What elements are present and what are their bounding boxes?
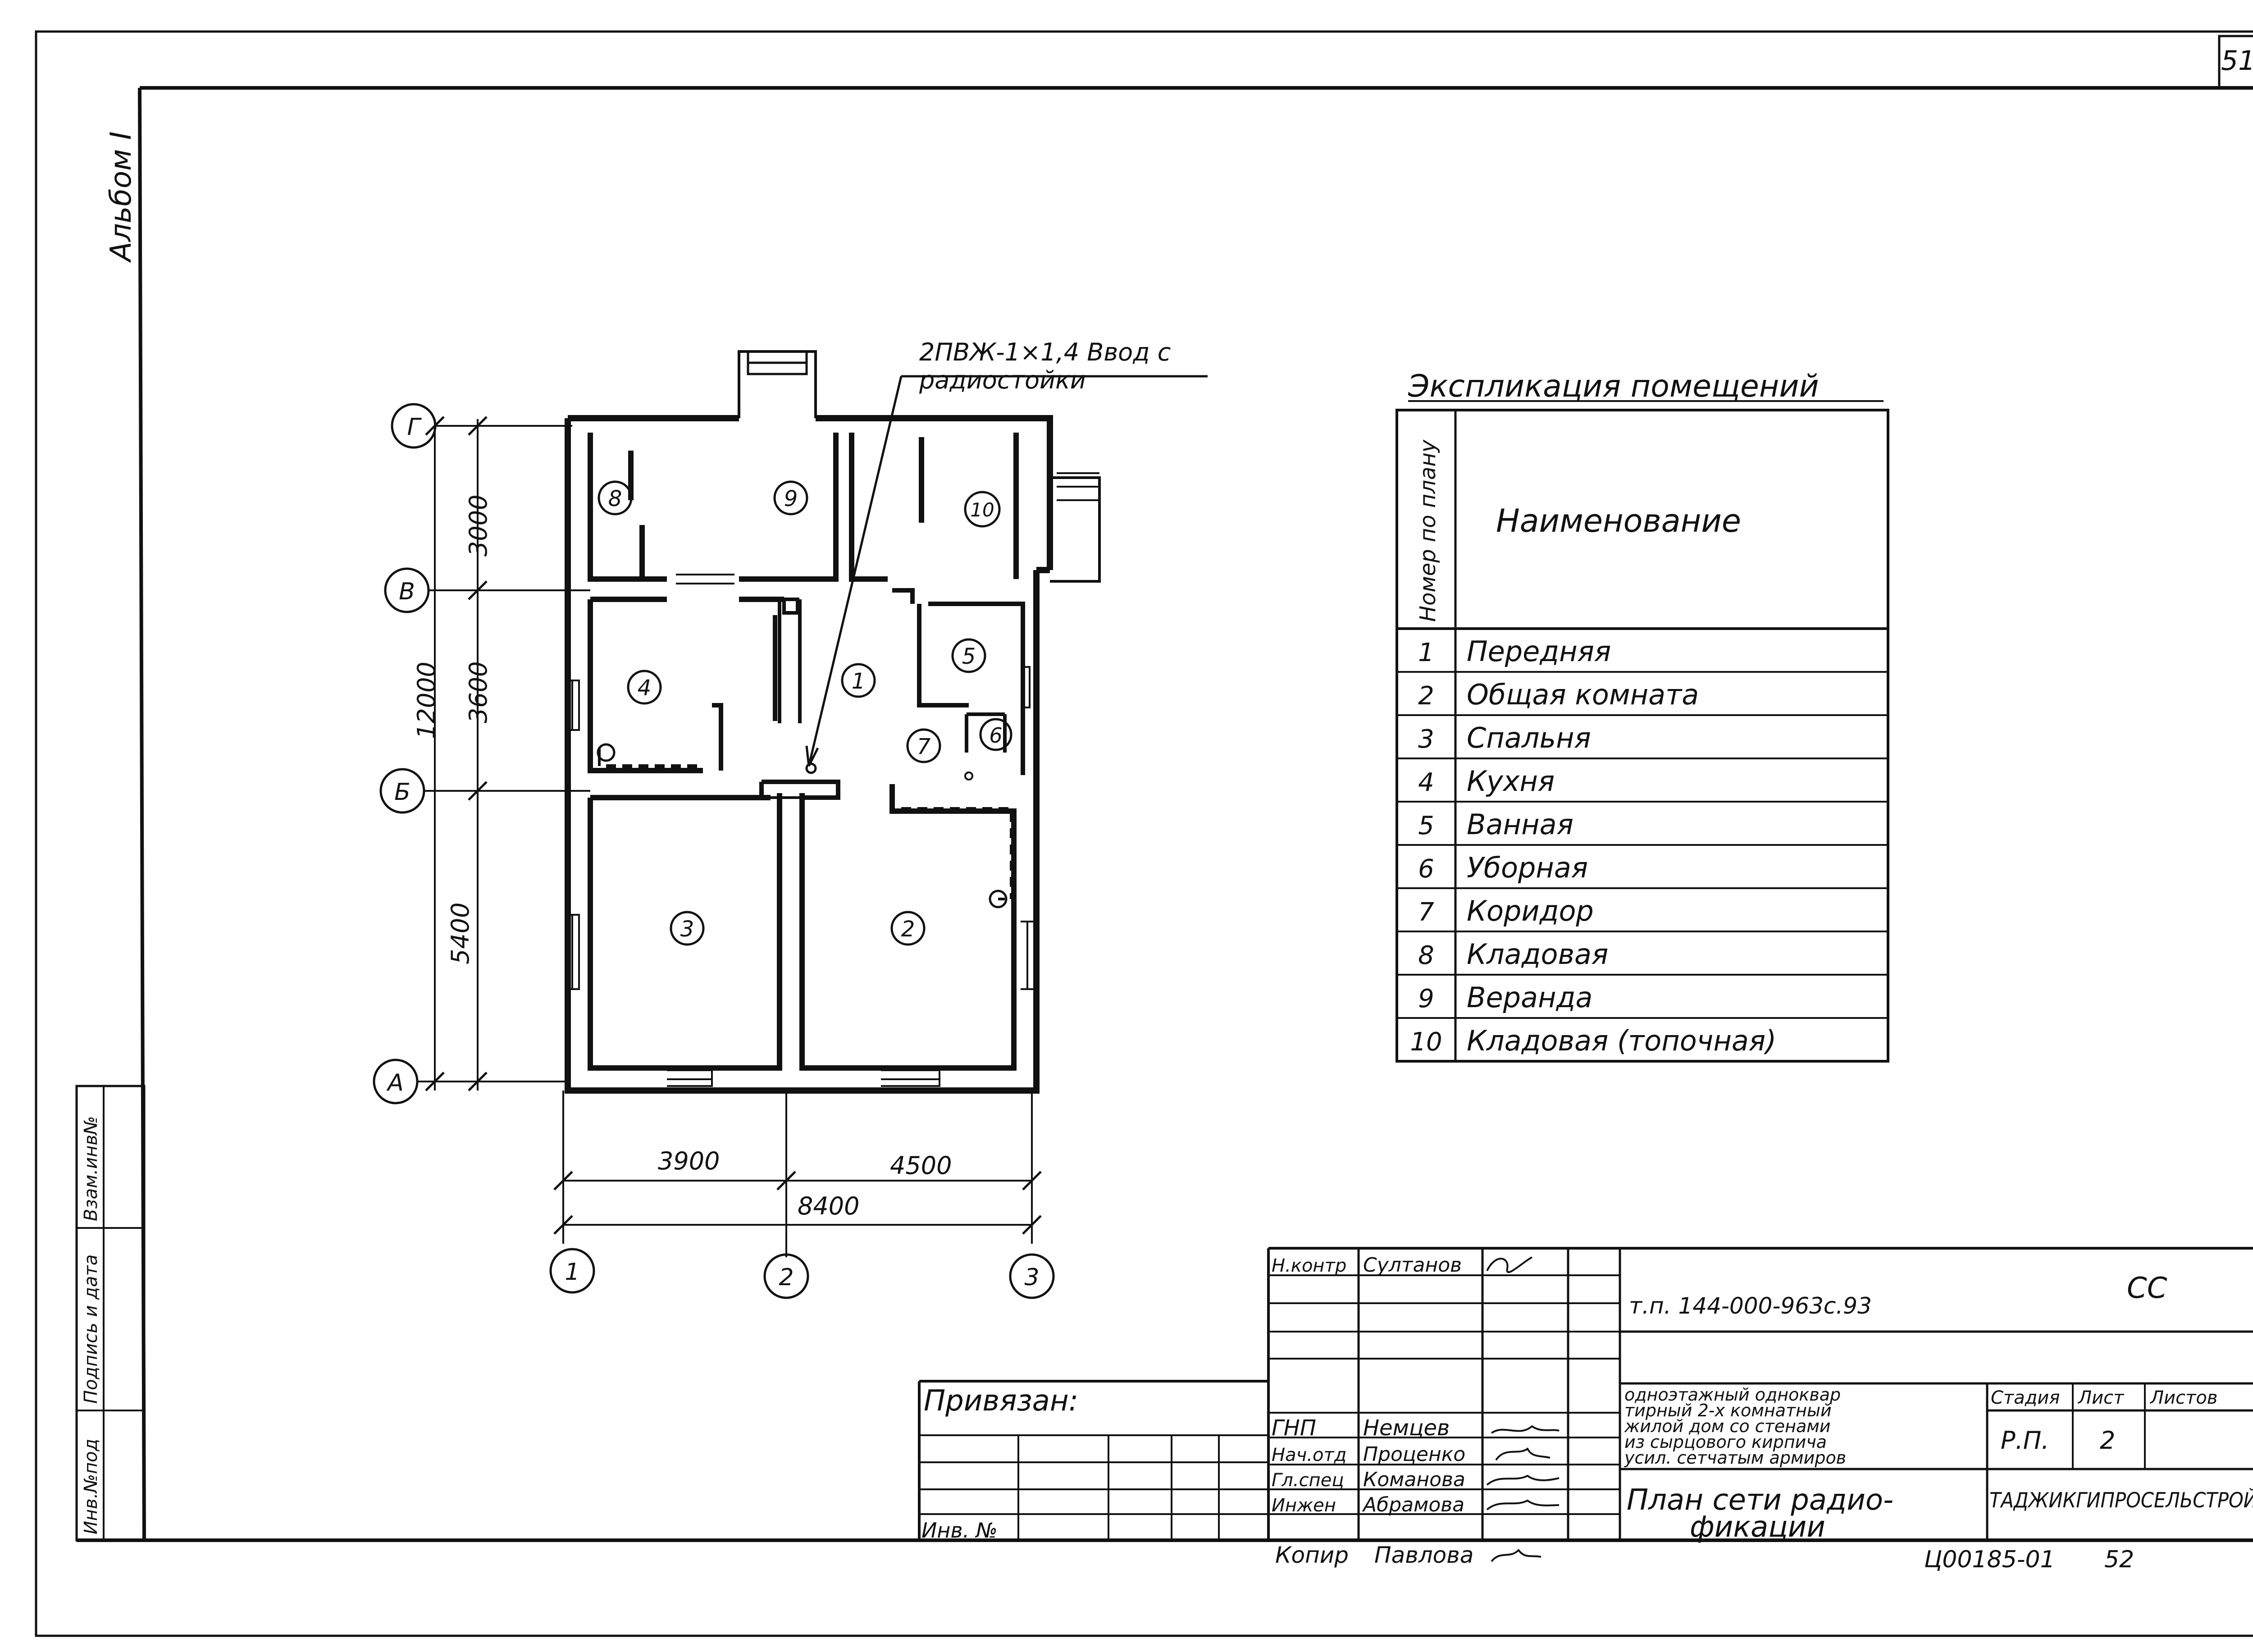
organization-name: ТАДЖИКГИПРОСЕЛЬСТРОЙ [1989,1488,2253,1512]
dim-12000: 12000 [412,662,441,739]
stage-value: Р.П. [2001,1426,2049,1455]
stamp-signature-date: Подпись и дата [81,1255,101,1404]
room-number-cell: 1 [1418,638,1434,667]
sheet-number: 51 [2221,45,2253,77]
stamp-inv-pod: Инв.№под [81,1439,101,1534]
project-code: т.п. 144-000-963с.93 [1629,1293,1872,1319]
dim-8400: 8400 [798,1192,859,1220]
side-stamp [75,1085,146,1542]
room-number-cell: 7 [1418,898,1434,927]
axis-number-1: 1 [565,1259,579,1286]
callout-line1: 2ПВЖ-1×1,4 Ввод с [919,338,1171,366]
dim-3900: 3900 [658,1147,720,1175]
copy-label: Копир [1275,1542,1349,1568]
room-tag-9: 9 [784,486,798,511]
sig-role-0: Н.контр [1272,1255,1346,1276]
desc-line-0: одноэтажный одноквар [1624,1385,1841,1405]
axis-number-2: 2 [779,1264,794,1291]
room-tag-10: 10 [970,499,994,521]
desc-line-1: тирный 2-х комнатный [1624,1401,1832,1420]
sig-name-0: Султанов [1363,1254,1462,1277]
room-name-cell: Общая комната [1467,678,1699,711]
room-number-cell: 4 [1418,768,1434,797]
room-name-cell: Спальня [1467,721,1591,754]
room-tag-6: 6 [989,723,1002,748]
sig-name-3: Команова [1363,1468,1465,1491]
vertical-dimensions: 3000 3600 5400 12000 [412,416,493,1091]
drawing-mark: СС [2127,1272,2167,1305]
sig-name-4: Абрамова [1362,1493,1464,1516]
room-number-cell: 8 [1418,941,1434,970]
desc-line-3: из сырцового кирпича [1624,1432,1827,1452]
horizontal-dimensions: 3900 4500 8400 1 2 3 [549,1091,1055,1299]
room-tags: 1 2 3 4 5 6 7 8 9 10 [597,480,1012,946]
room-name-cell: Кладовая [1467,938,1608,971]
stamp-vzam-inv: Взам.инв№ [81,1116,101,1221]
axis-letter-a: А [386,1069,404,1096]
sig-role-4: Инжен [1272,1495,1336,1516]
room-name-cell: Уборная [1467,851,1588,884]
dim-4500: 4500 [890,1151,952,1180]
sheet-header: Лист [2077,1387,2125,1408]
sheet-value: 2 [2100,1426,2115,1455]
axis-letter-b: Б [394,779,410,806]
axis-number-3: 3 [1024,1264,1039,1291]
room-tag-8: 8 [608,486,622,511]
drawing-title-line2: фикации [1690,1511,1825,1544]
room-tag-1: 1 [852,669,866,694]
copy-name: Павлова [1374,1542,1473,1568]
sheets-header: Листов [2149,1387,2217,1408]
footer-code: Ц00185-01 [1924,1546,2055,1573]
room-tag-2: 2 [901,917,915,942]
stage-header: Стадия [1991,1387,2060,1408]
room-number-cell: 10 [1410,1027,1442,1057]
room-tag-3: 3 [680,917,694,942]
drawing-title-line1: План сети радио- [1627,1483,1893,1517]
room-name-cell: Ванная [1467,808,1573,841]
axis-letter-v: В [399,578,415,605]
room-tag-4: 4 [638,675,652,701]
room-number-cell: 5 [1418,811,1434,840]
room-tag-7: 7 [917,734,931,759]
room-name-cell: Коридор [1467,894,1594,927]
privyazan-label: Привязан: [924,1384,1078,1418]
explication-title: Экспликация помещений [1408,369,1819,404]
dim-3600: 3600 [464,662,493,723]
sheet-number-box [2218,35,2253,89]
col-header-number: Номер по плану [1415,439,1441,622]
title-block: Привязан: Инв. № Н.контр Султанов ГНП Не… [918,1247,2253,1573]
sig-role-3: Гл.спец [1272,1470,1344,1491]
room-number-cell: 3 [1418,725,1434,754]
desc-line-2: жилой дом со стенами [1624,1416,1831,1436]
axis-letter-g: Г [407,414,422,441]
album-label: Альбом I [105,131,138,263]
sig-role-2: Нач.отд [1272,1445,1346,1465]
room-name-cell: Кухня [1467,765,1555,798]
room-name-cell: Веранда [1467,981,1592,1014]
dim-5400: 5400 [446,903,474,964]
dim-3000: 3000 [464,495,493,557]
outer-frame [35,30,2253,1637]
callout-line2: радиостойки [919,366,1086,394]
inv-no-label: Инв. № [921,1518,998,1542]
desc-line-4: усил. сетчатым армиров [1624,1448,1846,1468]
sig-role-1: ГНП [1272,1415,1316,1441]
footer-num: 52 [2104,1546,2134,1573]
floor-plan [565,350,1208,1094]
room-number-cell: 2 [1418,681,1434,711]
explication-table: Экспликация помещений Номер по плану Наи… [1396,369,1889,1063]
room-number-cell: 6 [1418,854,1434,884]
room-name-cell: Кладовая (топочная) [1467,1024,1776,1057]
col-header-name: Наименование [1496,502,1741,539]
sig-name-2: Проценко [1363,1443,1465,1466]
room-name-cell: Передняя [1467,635,1611,668]
room-number-cell: 9 [1418,984,1434,1013]
sig-name-1: Немцев [1363,1415,1450,1441]
room-tag-5: 5 [962,644,976,669]
